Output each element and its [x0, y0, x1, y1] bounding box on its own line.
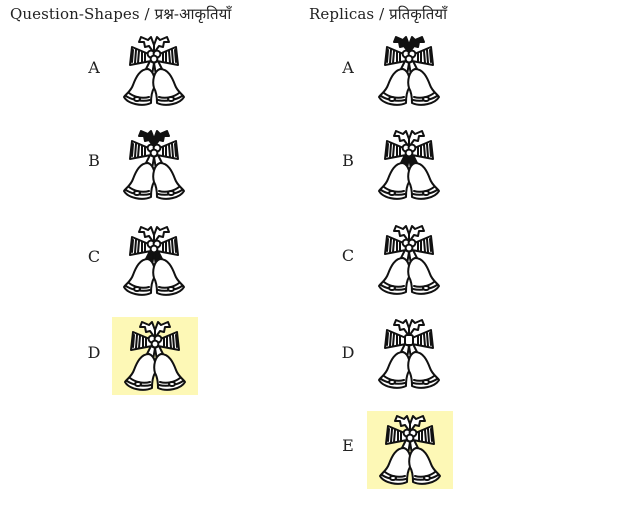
replica-figure-c[interactable]	[366, 221, 452, 299]
replica-figure-a[interactable]	[366, 32, 452, 110]
question-figure-b[interactable]	[111, 126, 197, 204]
replica-label-d: D	[341, 343, 355, 362]
replicas-title: Replicas / प्रतिकृतियाँ	[309, 5, 448, 23]
question-figure-c[interactable]	[111, 222, 197, 300]
question-figure-d[interactable]	[112, 317, 198, 395]
replica-label-b: B	[342, 151, 354, 170]
replica-figure-b[interactable]	[366, 126, 452, 204]
question-label-d: D	[87, 343, 101, 362]
question-label-a: A	[88, 58, 100, 77]
question-label-b: B	[88, 151, 100, 170]
replica-figure-d[interactable]	[366, 315, 452, 393]
question-label-c: C	[87, 247, 101, 266]
replica-figure-e[interactable]	[367, 411, 453, 489]
replica-label-c: C	[341, 246, 355, 265]
replica-label-e: E	[342, 436, 354, 455]
question-shapes-title: Question-Shapes / प्रश्न-आकृतियाँ	[10, 5, 232, 23]
replica-label-a: A	[342, 58, 354, 77]
question-figure-a[interactable]	[111, 32, 197, 110]
